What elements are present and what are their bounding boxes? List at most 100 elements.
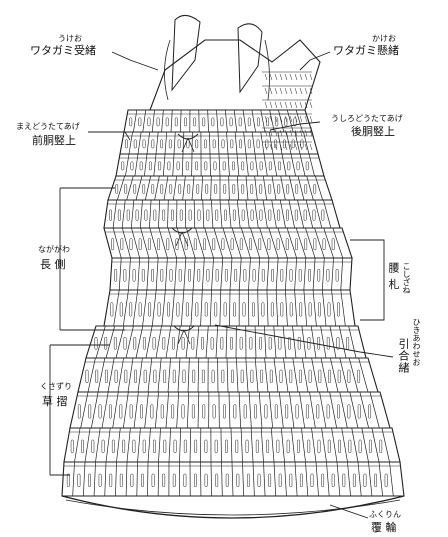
plate-slot — [179, 209, 183, 221]
plate-edge — [161, 289, 166, 327]
plate-slot — [254, 404, 258, 419]
plate-edge — [260, 109, 266, 133]
plate-edge — [162, 153, 166, 177]
plate-edge — [236, 175, 240, 201]
plate-edge — [357, 461, 362, 497]
plate-edge — [147, 461, 149, 497]
plate-slot — [157, 302, 161, 317]
plate-slot — [331, 473, 335, 488]
plate-slot — [287, 161, 291, 171]
plate-slot — [358, 439, 362, 454]
plate-edge — [101, 391, 109, 429]
back-stitch — [274, 129, 278, 137]
plate-edge — [165, 257, 168, 291]
plate-slot — [278, 473, 282, 488]
plate-edge — [278, 109, 285, 133]
plate-slot — [111, 238, 115, 251]
plate-slot — [191, 336, 195, 350]
plate-slot — [88, 404, 92, 419]
plate-edge — [149, 227, 159, 259]
plate-slot — [178, 268, 182, 282]
plate-slot — [202, 117, 206, 127]
plate-slot — [307, 336, 311, 350]
plate-slot — [255, 439, 259, 454]
plate-edge — [195, 325, 200, 359]
plate-slot — [321, 209, 325, 221]
back-stitch — [264, 87, 268, 95]
plate-edge — [225, 109, 228, 133]
plate-slot — [66, 473, 70, 488]
plate-slot — [308, 302, 312, 317]
plate-slot — [252, 302, 255, 317]
plate-slot — [368, 439, 372, 454]
plate-edge — [161, 109, 164, 133]
plate-edge — [294, 289, 298, 327]
plate-edge — [277, 131, 283, 155]
plate-slot — [249, 238, 252, 251]
plate-slot — [173, 439, 177, 454]
label-koshizane: 腰 札 — [387, 262, 400, 291]
plate-slot — [141, 473, 144, 488]
plate-edge — [242, 109, 247, 133]
plate-slot — [77, 473, 81, 488]
plate-edge — [104, 461, 107, 497]
back-stitch — [304, 129, 308, 137]
plate-slot — [91, 439, 95, 454]
plate-edge — [158, 199, 161, 229]
plate-slot — [234, 268, 238, 282]
plate-edge — [240, 427, 243, 463]
plate-edge — [116, 175, 126, 201]
plate-edge — [303, 289, 308, 327]
plate-edge — [252, 461, 255, 497]
plate-edge — [245, 199, 250, 229]
plate-edge — [263, 153, 268, 177]
plate-edge — [309, 391, 316, 429]
plate-edge — [321, 257, 325, 291]
plate-slot — [214, 302, 218, 317]
plate-slot — [211, 369, 215, 384]
plate-edge — [266, 257, 270, 291]
plate-slot — [169, 184, 173, 194]
plate-edge — [301, 427, 306, 463]
plate-slot — [357, 369, 361, 384]
strap-cord-right — [264, 39, 270, 101]
plate-edge — [359, 391, 370, 429]
plate-edge — [338, 325, 347, 359]
plate-edge — [126, 427, 131, 463]
plate-slot — [135, 209, 139, 221]
plate-slot — [271, 268, 274, 282]
plate-slot — [293, 117, 297, 127]
plate-slot — [276, 439, 280, 454]
plate-edge — [294, 131, 301, 155]
plate-slot — [224, 209, 227, 221]
plate-edge — [378, 461, 383, 497]
plate-slot — [151, 139, 155, 149]
plate-slot — [230, 238, 234, 251]
plate-slot — [133, 139, 137, 149]
plate-slot — [194, 473, 197, 488]
plate-edge — [283, 357, 289, 393]
plate-slot — [176, 161, 180, 171]
plate-edge — [330, 357, 339, 393]
plate-edge — [240, 227, 251, 259]
plate-slot — [171, 336, 175, 350]
plate-edge — [286, 131, 292, 155]
back-stitch — [294, 87, 298, 95]
plate-slot — [303, 209, 307, 221]
plate-slot — [148, 302, 152, 317]
plate-slot — [185, 302, 189, 317]
plate-slot — [276, 238, 280, 251]
plate-edge — [257, 289, 259, 327]
plate-edge — [312, 257, 316, 291]
plate-slot — [285, 238, 289, 251]
plate-edge — [133, 109, 138, 133]
plate-slot — [310, 473, 314, 488]
plate-edge — [280, 427, 285, 463]
plate-edge — [225, 325, 228, 359]
plate-edge — [195, 227, 205, 259]
plate-slot — [215, 473, 219, 488]
plate-edge — [200, 175, 204, 201]
plate-edge — [180, 109, 182, 133]
back-stitch — [304, 87, 308, 95]
